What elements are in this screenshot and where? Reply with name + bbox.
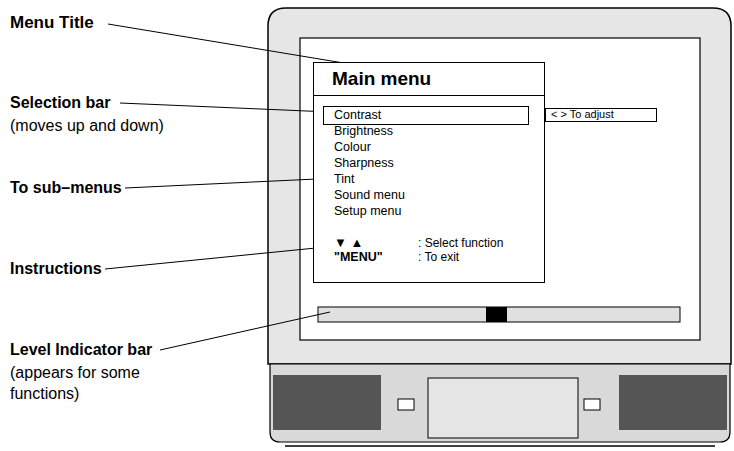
menu-text: Colour <box>334 140 371 155</box>
menu-text: ▼ ▲ <box>334 235 363 251</box>
menu-text: Brightness <box>334 124 393 139</box>
menu-text: Setup menu <box>334 204 401 219</box>
callout-label: To sub–menus <box>10 177 122 198</box>
menu-text: < > To adjust <box>551 108 614 121</box>
menu-text: Contrast <box>334 108 381 123</box>
callout-label: (appears for some functions) <box>10 362 190 404</box>
menu-text: : Select function <box>418 236 503 250</box>
callout-label: Instructions <box>10 258 102 279</box>
adjust-hint-box: < > To adjust <box>545 108 657 122</box>
callout-label: Selection bar <box>10 92 110 113</box>
menu-text: "MENU" <box>334 250 383 265</box>
menu-text: Main menu <box>332 68 431 91</box>
callout-label: Level Indicator bar <box>10 339 152 360</box>
menu-text: Tint <box>334 172 354 187</box>
menu-box: BrightnessColourSharpnessTintSound menuS… <box>313 95 545 283</box>
menu-text: Sound menu <box>334 188 405 203</box>
callout-label: (moves up and down) <box>10 115 164 136</box>
menu-text: : To exit <box>418 250 459 264</box>
menu-box: Main menu <box>313 62 545 96</box>
selection-bar: Contrast <box>323 106 529 125</box>
menu-text: Sharpness <box>334 156 394 171</box>
callout-label: Menu Title <box>10 12 94 33</box>
